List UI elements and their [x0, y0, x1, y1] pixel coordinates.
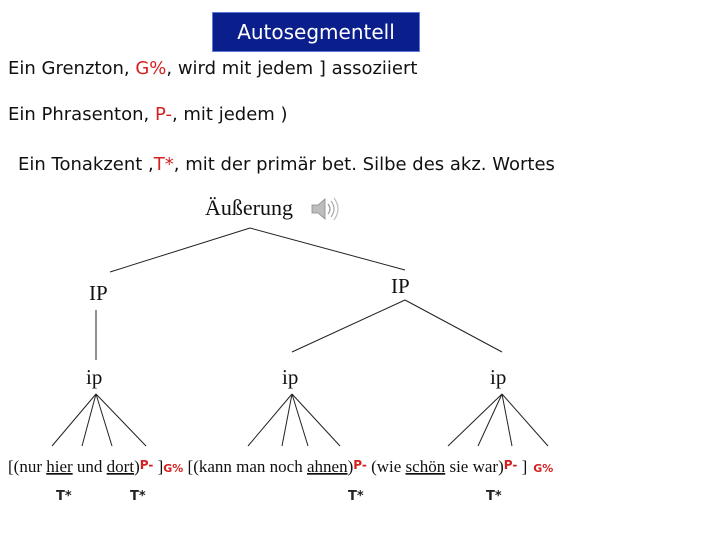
- phrasenton-line: Ein Phrasenton, P-, mit jedem ): [8, 104, 288, 125]
- sentence-part: [(kann man noch: [183, 457, 307, 476]
- phrase-tone-3: P-: [504, 458, 518, 472]
- edge-ip2-w4: [291, 393, 341, 447]
- ip-lower-label-3: ip: [490, 365, 506, 389]
- grenzton-tone: G%: [135, 58, 167, 79]
- sentence-part: und: [73, 457, 107, 476]
- pitch-accent-2: T*: [130, 489, 146, 504]
- phrasenton-pre: Ein Phrasenton,: [8, 104, 155, 125]
- phrasenton-post: , mit jedem ): [171, 104, 288, 125]
- edge-ip1-w4: [95, 393, 147, 447]
- pitch-accent-1: T*: [56, 489, 72, 504]
- word-schoen: schön: [406, 457, 446, 476]
- phrasenton-tone: P-: [154, 104, 172, 125]
- root-label: Äußerung: [205, 195, 293, 220]
- word-hier: hier: [46, 457, 73, 476]
- sentence-part: ): [348, 457, 354, 476]
- edge-ip2-w2: [281, 393, 293, 447]
- edge-ip3-w2: [477, 393, 503, 447]
- edge-ip3-w3: [501, 393, 513, 447]
- edge-ip1-w2: [81, 393, 97, 447]
- edge-ipright-ip3: [404, 299, 503, 353]
- ip-upper-right-label: IP: [391, 274, 410, 298]
- ip-lower-label-2: ip: [282, 365, 298, 389]
- tonakzent-line: Ein Tonakzent ,T*, mit der primär bet. S…: [18, 154, 555, 175]
- grenzton-pre: Ein Grenzton,: [8, 58, 136, 79]
- tonakzent-post: , mit der primär bet. Silbe des akz. Wor…: [173, 154, 555, 175]
- sentence-part: ): [134, 457, 140, 476]
- edge-root-ipleft: [109, 227, 251, 273]
- word-ahnen: ahnen: [307, 457, 348, 476]
- sentence-part: sie war): [445, 457, 504, 476]
- phrase-tone-2: P-: [353, 458, 367, 472]
- edge-ip3-w1: [447, 393, 503, 447]
- sentence-part: ]: [153, 457, 163, 476]
- boundary-tone-2: G%: [533, 462, 553, 475]
- ip-upper-left-label: IP: [89, 281, 108, 305]
- phrase-tone-1: P-: [140, 458, 154, 472]
- sentence-line: [(nur hier und dort)P- ]G% [(kann man no…: [8, 457, 553, 476]
- sentence-part: (wie: [367, 457, 406, 476]
- edge-root-ipright: [249, 227, 406, 271]
- grenzton-line: Ein Grenzton, G%, wird mit jedem ] assoz…: [8, 58, 417, 79]
- page-title: Autosegmentell: [212, 12, 420, 52]
- edge-ipright-ip2: [291, 299, 406, 353]
- edge-ip1-w1: [51, 393, 97, 447]
- sentence-part: ]: [517, 457, 527, 476]
- tonakzent-pre: Ein Tonakzent ,: [18, 154, 154, 175]
- pitch-accent-4: T*: [486, 489, 502, 504]
- pitch-accent-3: T*: [348, 489, 364, 504]
- tonakzent-tone: T*: [153, 154, 174, 175]
- tree-edges: [51, 227, 549, 447]
- ip-lower-label-1: ip: [86, 365, 102, 389]
- speaker-icon[interactable]: [311, 197, 339, 221]
- edge-ip1-w3: [95, 393, 113, 447]
- edge-ip2-w1: [247, 393, 293, 447]
- boundary-tone-1: G%: [163, 462, 183, 475]
- sentence-part: [(nur: [8, 457, 46, 476]
- word-dort: dort: [107, 457, 135, 476]
- edge-ip3-w4: [501, 393, 549, 447]
- grenzton-post: , wird mit jedem ] assoziiert: [166, 58, 418, 79]
- edge-ip2-w3: [291, 393, 309, 447]
